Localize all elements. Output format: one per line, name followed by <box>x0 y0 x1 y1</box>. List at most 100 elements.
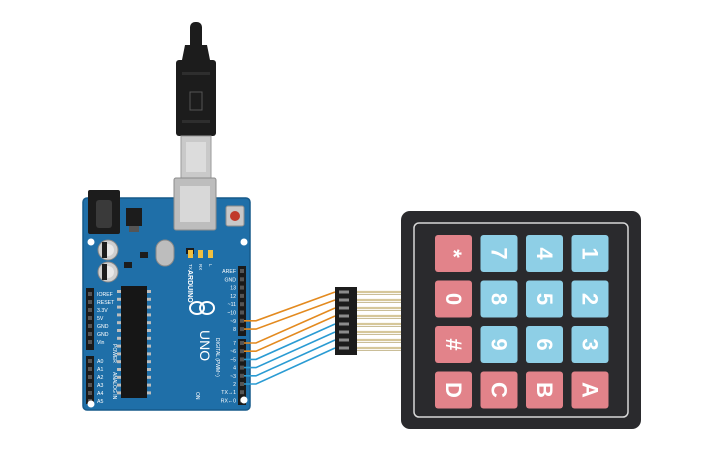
key-label: 4 <box>532 247 557 260</box>
wire-pin-5[interactable] <box>244 323 336 361</box>
key-a[interactable]: A <box>571 371 609 409</box>
jumper-wires[interactable] <box>244 291 336 385</box>
key-label: 7 <box>487 247 512 259</box>
arduino-uno-board[interactable]: TX RX L ARDUINO UNO ON DIGITAL (PWM~) POWE… <box>82 177 251 411</box>
key-8[interactable]: 8 <box>480 280 518 318</box>
led-rx <box>198 250 203 258</box>
keypad-connector[interactable] <box>335 287 404 355</box>
pin-label: A3 <box>97 383 103 389</box>
pin-label: GND <box>224 277 236 283</box>
pin-label: IOREF <box>97 292 113 298</box>
key-4[interactable]: 4 <box>526 235 563 272</box>
pin-label: ~3 <box>230 374 236 380</box>
keypad-ribbon-cable <box>339 290 404 351</box>
wire-pin-2[interactable] <box>244 347 336 385</box>
pin-label: A2 <box>97 375 103 381</box>
led-l <box>208 250 213 258</box>
analog-header[interactable] <box>86 356 94 404</box>
pin-label: A4 <box>97 391 103 397</box>
key-label: * <box>441 249 466 258</box>
pin-label: 4 <box>233 366 236 372</box>
pin-label: A0 <box>97 359 103 365</box>
wire-pin-6[interactable] <box>244 315 336 352</box>
pin-label: 12 <box>230 294 236 300</box>
key-hash[interactable]: # <box>435 326 472 363</box>
key-label: C <box>487 382 512 398</box>
key-6[interactable]: 6 <box>526 326 563 363</box>
wire-pin-7[interactable] <box>244 307 336 344</box>
key-7[interactable]: 7 <box>480 235 518 272</box>
led-label: L <box>208 264 213 267</box>
right-header-pins <box>240 269 244 403</box>
usb-cable <box>176 22 216 179</box>
key-0[interactable]: 0 <box>435 280 472 318</box>
key-label: 2 <box>578 293 603 305</box>
led-label: RX <box>198 264 203 270</box>
pin-label: A1 <box>97 367 103 373</box>
on-led-label: ON <box>194 392 200 400</box>
key-2[interactable]: 2 <box>571 280 609 318</box>
key-9[interactable]: 9 <box>480 326 518 363</box>
key-label: 0 <box>441 293 466 305</box>
reset-button-cap[interactable] <box>230 211 240 221</box>
arduino-logo <box>189 301 215 315</box>
led-label: TX <box>188 264 193 270</box>
digital-header-high[interactable] <box>238 266 246 336</box>
board-brand-label: ARDUINO <box>186 270 193 303</box>
key-3[interactable]: 3 <box>571 326 609 363</box>
key-1[interactable]: 1 <box>571 235 609 272</box>
pin-label: 7 <box>233 341 236 347</box>
pin-label: RX←0 <box>221 398 236 404</box>
key-label: 3 <box>578 338 603 350</box>
wire-pin-4[interactable] <box>244 331 336 369</box>
wire-pin-9[interactable] <box>244 291 336 322</box>
atmega-chip <box>121 286 147 398</box>
left-header-pins <box>88 292 92 403</box>
led-tx <box>188 250 193 258</box>
key-d[interactable]: D <box>435 371 472 409</box>
board-model-label: UNO <box>197 330 213 361</box>
key-label: 9 <box>487 338 512 350</box>
key-5[interactable]: 5 <box>526 280 563 318</box>
key-b[interactable]: B <box>526 371 563 409</box>
pin-label: ~5 <box>230 357 236 363</box>
power-header-label: POWER <box>111 344 117 363</box>
wire-pin-8[interactable] <box>244 299 336 330</box>
key-label: B <box>532 382 557 398</box>
pin-label: ~11 <box>228 302 237 308</box>
key-label: 5 <box>532 293 557 305</box>
key-label: 1 <box>578 247 603 259</box>
analog-header-label: ANALOG IN <box>111 372 117 400</box>
pin-label: GND <box>97 332 109 338</box>
pin-label: ~6 <box>230 349 236 355</box>
chip-pins <box>117 290 151 395</box>
digital-header-low[interactable] <box>238 339 246 405</box>
key-star[interactable]: * <box>435 235 472 272</box>
pin-label: Vin <box>97 340 105 346</box>
pin-label: RESET <box>97 300 115 306</box>
status-leds: TX RX L <box>188 250 213 270</box>
digital-header-label: DIGITAL (PWM~) <box>214 338 220 377</box>
key-label: # <box>441 338 466 350</box>
pin-label: 13 <box>230 286 236 292</box>
pin-label: ~9 <box>230 319 236 325</box>
crystal-oscillator <box>155 239 175 267</box>
pin-label: TX→1 <box>221 390 236 396</box>
voltage-regulator <box>126 208 142 226</box>
wire-pin-3[interactable] <box>244 339 336 377</box>
pin-label: 3.3V <box>97 308 108 314</box>
pin-label: 5V <box>97 316 104 322</box>
keypad-border <box>413 222 629 418</box>
key-label: 8 <box>487 293 512 305</box>
key-c[interactable]: C <box>480 371 518 409</box>
key-label: 6 <box>532 338 557 350</box>
pin-label: ~10 <box>227 311 236 317</box>
pin-label: GND <box>97 324 109 330</box>
pin-label: 2 <box>233 382 236 388</box>
